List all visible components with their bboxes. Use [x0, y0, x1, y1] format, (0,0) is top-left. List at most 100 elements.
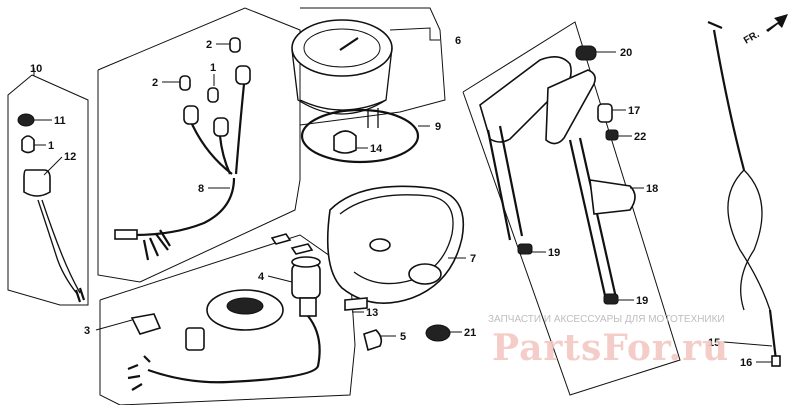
callout-14: 14: [370, 143, 383, 155]
socket-wire-b: [41, 199, 81, 294]
callout-17: 17: [628, 105, 640, 117]
leader-6: [389, 27, 440, 41]
frame-6: [299, 7, 446, 126]
part-18-bracket: [589, 179, 636, 215]
cable-upper: [712, 29, 746, 171]
harness-assembly: [114, 37, 251, 261]
switch-wire-ends: [127, 355, 151, 391]
meter-studs: [367, 108, 379, 128]
part-21-grommet: [425, 324, 451, 342]
callout-2-top: 2: [206, 39, 212, 51]
socket-mid: [213, 117, 229, 137]
part-12-socket: [23, 169, 51, 197]
part-4-switch-body: [291, 263, 321, 299]
part-clip: [130, 313, 162, 335]
callout-15: 15: [708, 337, 720, 349]
leader-lines: [33, 27, 773, 363]
front-direction-indicator: FR.: [742, 14, 788, 47]
frame-3: [99, 234, 356, 406]
part-22-nut: [605, 129, 619, 141]
part-9-gasket: [300, 108, 420, 164]
meter-dial: [303, 28, 381, 68]
part-14-socket: [333, 130, 357, 154]
cover-inner: [226, 297, 264, 315]
callout-16: 16: [740, 357, 752, 369]
switch-cable: [147, 315, 321, 384]
callout-12: 12: [64, 151, 76, 163]
harness-wire-ends: [142, 229, 171, 261]
callout-1-socket: 1: [48, 140, 54, 152]
front-arrow-icon: [766, 14, 788, 32]
bracket-stay-left: [486, 125, 524, 241]
cable-top-fitting: [707, 20, 723, 30]
leader-3: [95, 319, 133, 331]
meter-rim: [299, 99, 387, 111]
part-block: [185, 327, 205, 351]
meter-needle: [339, 37, 359, 51]
cable-loop-outer: [740, 169, 763, 311]
part-2-bulb-top: [229, 37, 241, 53]
callout-6: 6: [455, 35, 461, 47]
part-11-grommet: [17, 113, 35, 127]
part-19-rubber-b: [603, 293, 619, 305]
callout-20: 20: [620, 47, 632, 59]
speedometer-cable: [707, 20, 781, 367]
harness-connector: [114, 229, 138, 240]
front-label: FR.: [742, 29, 762, 47]
case-inner-rim: [339, 194, 454, 285]
group-frames: [7, 7, 681, 406]
ignition-assembly: [127, 233, 451, 391]
cable-lower: [768, 309, 778, 361]
part-2-bulb-left: [179, 75, 191, 91]
speedometer-assembly: [291, 19, 420, 164]
callout-19-lower: 19: [636, 295, 648, 307]
frame-bracket: [462, 21, 681, 396]
socket-left: [183, 105, 199, 125]
part-key-blades: [270, 233, 314, 255]
leader-15: [723, 341, 773, 347]
watermark-logo: PartsFor.ru: [492, 327, 729, 369]
callout-7: 7: [470, 253, 476, 265]
callout-labels: 10 11 1 12 2 2 1 8 6 9 14 7 4 3 13 5 21 …: [30, 35, 752, 369]
bracket-stay-right: [568, 137, 618, 301]
watermark: ЗАПЧАСТИ И АКСЕССУАРЫ ДЛЯ МОТОТЕХНИКИ Pa…: [488, 314, 729, 369]
case-knob: [369, 238, 391, 252]
part-7-case: [326, 185, 464, 304]
bracket-arm: [545, 69, 596, 145]
callout-8: 8: [198, 183, 204, 195]
socket-wire-a: [37, 199, 79, 296]
part-1-bulb-mid: [207, 87, 219, 103]
part-19-rubber-a: [517, 243, 533, 255]
bracket-assembly: [479, 45, 636, 305]
callout-18: 18: [646, 183, 658, 195]
callout-4: 4: [258, 271, 265, 283]
harness-trunk: [133, 177, 236, 237]
callout-5: 5: [400, 331, 406, 343]
harness-wires: [191, 83, 246, 175]
part-20-cushion: [575, 45, 597, 61]
callout-10: 10: [30, 63, 42, 75]
callout-19-upper: 19: [548, 247, 560, 259]
part-13-plate: [344, 297, 368, 311]
socket-wire-ends: [74, 287, 86, 303]
frame-10: [7, 74, 89, 306]
cable-loop-inner: [727, 169, 771, 311]
switch-base: [299, 297, 317, 317]
callout-22: 22: [634, 131, 646, 143]
callout-11: 11: [54, 115, 66, 127]
callout-13: 13: [366, 307, 378, 319]
leader-12: [43, 156, 63, 176]
part-5-key: [363, 329, 383, 352]
callout-3: 3: [84, 325, 90, 337]
callout-1-harness: 1: [210, 62, 216, 74]
callout-2-left: 2: [152, 77, 158, 89]
watermark-caption: ЗАПЧАСТИ И АКСЕССУАРЫ ДЛЯ МОТОТЕХНИКИ: [488, 314, 725, 325]
callout-21: 21: [464, 327, 476, 339]
switch-top: [291, 256, 321, 268]
meter-case: [326, 185, 464, 304]
callout-9: 9: [435, 121, 441, 133]
case-hole: [408, 263, 442, 285]
frame-8: [97, 7, 301, 283]
